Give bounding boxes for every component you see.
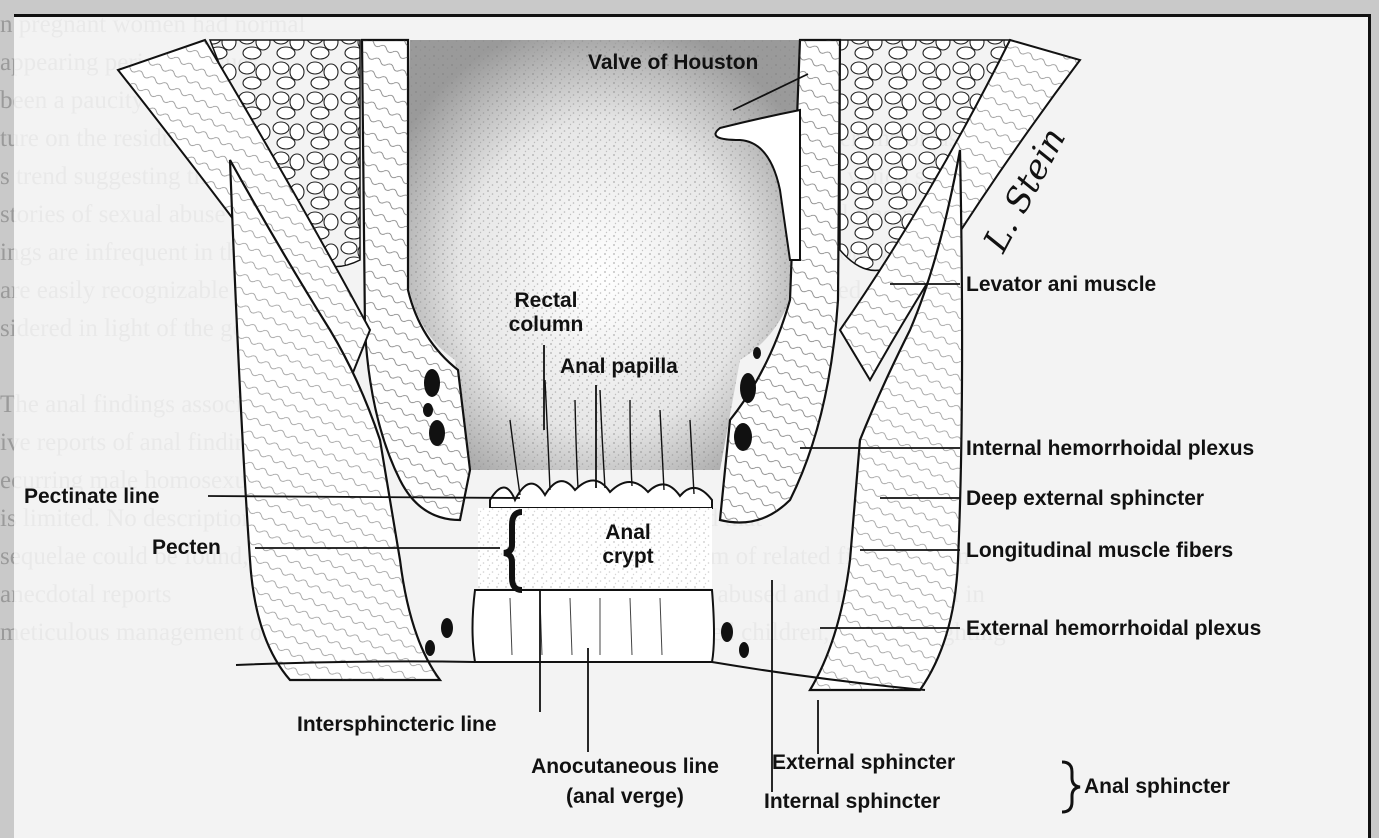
anal-verge	[473, 590, 715, 662]
anal-sphincter-brace	[1062, 762, 1080, 812]
label-levator-ani-muscle: Levator ani muscle	[966, 273, 1156, 297]
label-pecten: Pecten	[152, 536, 221, 560]
label-deep-external-sphincter: Deep external sphincter	[966, 487, 1204, 511]
label-anocutaneous-line: Anocutaneous line (anal verge)	[500, 752, 750, 812]
label-anal-sphincter: Anal sphincter	[1084, 775, 1230, 799]
label-valve-of-houston: Valve of Houston	[588, 51, 758, 75]
label-internal-hemorrhoidal-plexus: Internal hemorrhoidal plexus	[966, 437, 1254, 461]
label-internal-sphincter: Internal sphincter	[764, 790, 940, 814]
label-rectal-column: Rectal column	[496, 289, 596, 337]
label-external-sphincter: External sphincter	[772, 751, 955, 775]
label-longitudinal-muscle-fibers: Longitudinal muscle fibers	[966, 539, 1233, 563]
label-pectinate-line: Pectinate line	[24, 485, 159, 509]
label-intersphincteric-line: Intersphincteric line	[297, 713, 497, 737]
label-anal-crypt: Anal crypt	[580, 521, 676, 569]
label-anal-papilla: Anal papilla	[560, 355, 678, 379]
anal-papillae-fringe	[490, 480, 712, 508]
label-external-hemorrhoidal-plexus: External hemorrhoidal plexus	[966, 617, 1261, 641]
